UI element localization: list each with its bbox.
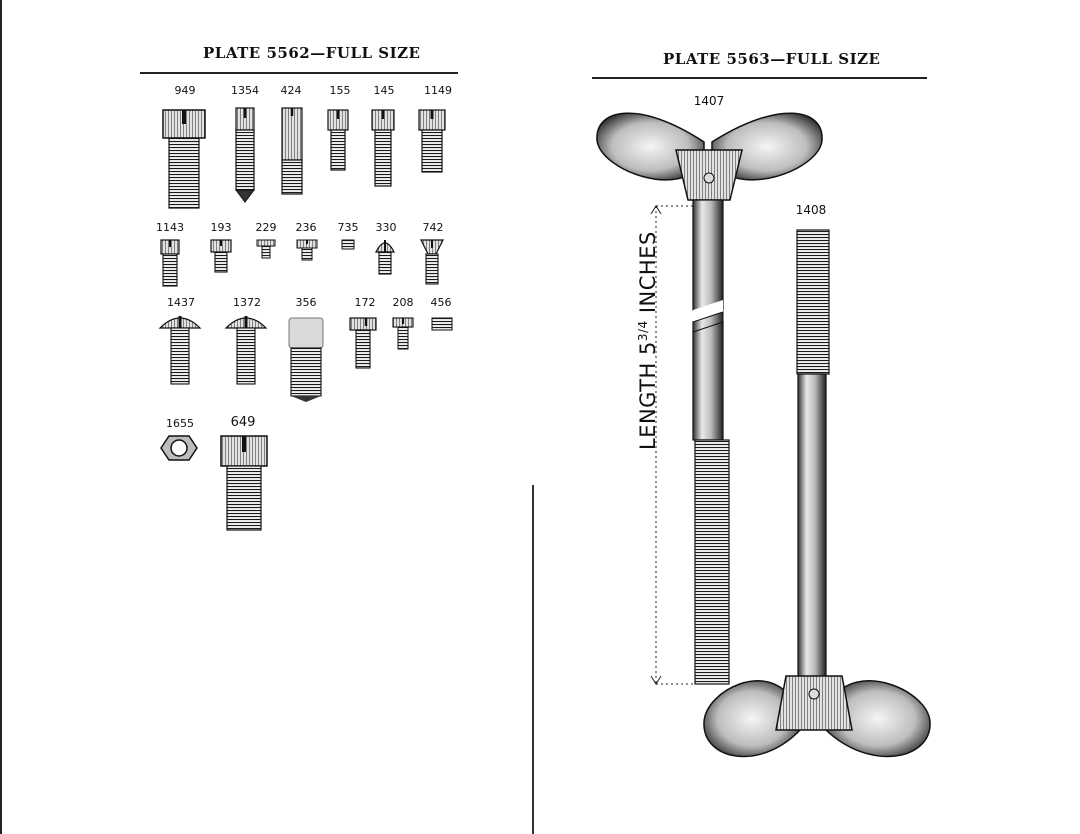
screw-236	[296, 239, 318, 261]
part-label-735: 735	[337, 221, 359, 234]
screw-735	[341, 239, 355, 250]
wing-bolt-1407	[596, 112, 823, 685]
nut-1655	[160, 435, 198, 461]
part-label-1354: 1354	[231, 84, 259, 97]
screw-330	[375, 240, 395, 275]
screw-145	[371, 109, 395, 187]
screw-1437	[158, 316, 202, 385]
screw-1354	[235, 107, 255, 203]
screw-456	[431, 317, 453, 331]
part-label-356: 356	[295, 296, 317, 309]
part-label-1372: 1372	[233, 296, 261, 309]
part-label-1407: 1407	[693, 94, 725, 108]
part-label-1408: 1408	[795, 203, 827, 217]
screw-356	[288, 317, 324, 402]
part-label-236: 236	[295, 221, 317, 234]
screw-208	[392, 317, 414, 350]
part-label-456: 456	[430, 296, 452, 309]
screw-193	[210, 239, 232, 273]
screw-649	[220, 435, 268, 531]
part-label-193: 193	[210, 221, 232, 234]
screw-155	[327, 109, 349, 171]
plate-5563-title: PLATE 5563—FULL SIZE	[663, 50, 881, 68]
length-dimension-line	[650, 205, 693, 685]
part-label-330: 330	[375, 221, 397, 234]
screw-172	[349, 317, 377, 369]
screw-1143	[160, 239, 180, 287]
part-label-1437: 1437	[167, 296, 195, 309]
part-label-1143: 1143	[156, 221, 184, 234]
screw-742	[420, 239, 444, 285]
screw-1149	[418, 109, 446, 173]
screw-1372	[224, 316, 268, 385]
part-label-742: 742	[422, 221, 444, 234]
part-label-949: 949	[174, 84, 196, 97]
part-label-1149: 1149	[424, 84, 452, 97]
part-label-649: 649	[230, 415, 256, 430]
screw-424	[281, 107, 303, 195]
part-label-424: 424	[280, 84, 302, 97]
screw-949	[162, 109, 206, 209]
screw-229	[256, 239, 276, 259]
part-label-208: 208	[392, 296, 414, 309]
plate-5562-rule	[140, 72, 458, 74]
wing-bolt-1408	[703, 229, 931, 758]
part-label-155: 155	[329, 84, 351, 97]
part-label-229: 229	[255, 221, 277, 234]
page-edge	[0, 0, 2, 834]
part-label-1655: 1655	[166, 417, 194, 430]
plate-5563-rule	[592, 77, 927, 79]
page-gutter	[532, 485, 534, 834]
plate-5562-title: PLATE 5562—FULL SIZE	[203, 44, 421, 62]
part-label-172: 172	[354, 296, 376, 309]
part-label-145: 145	[373, 84, 395, 97]
